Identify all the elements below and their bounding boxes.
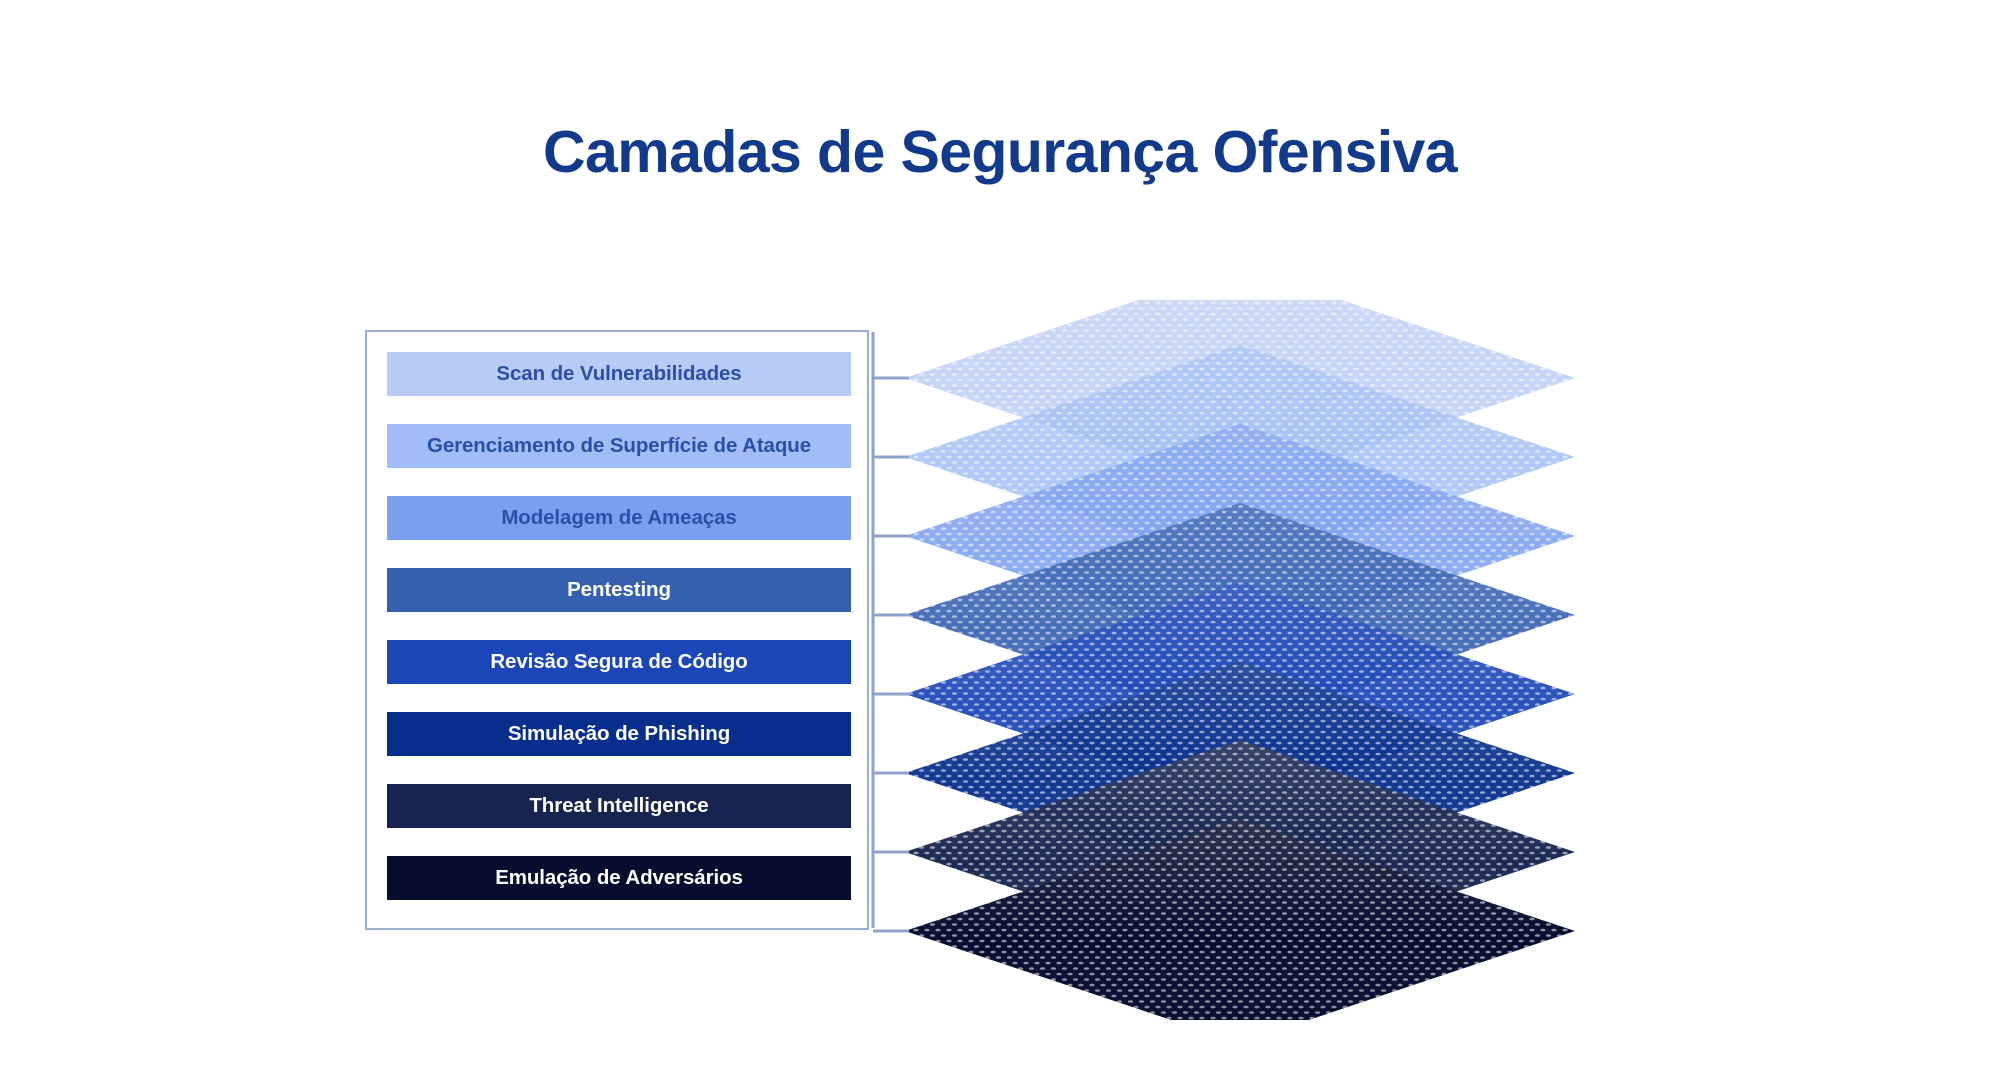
legend-item-label: Simulação de Phishing — [507, 721, 731, 745]
legend-item-label: Modelagem de Ameaças — [501, 505, 737, 529]
legend-item-label: Emulação de Adversários — [495, 865, 743, 889]
legend-item-label: Scan de Vulnerabilidades — [496, 361, 742, 385]
stack-plane-8 — [905, 819, 1575, 1020]
legend-item-label: Gerenciamento de Superfície de Ataque — [426, 433, 811, 457]
legend-item-3[interactable]: Modelagem de Ameaças — [387, 496, 851, 540]
legend-item-1[interactable]: Scan de Vulnerabilidades — [387, 352, 851, 396]
legend-item-2[interactable]: Gerenciamento de Superfície de Ataque — [387, 424, 851, 468]
plane-shading — [905, 819, 1575, 1020]
page-title: Camadas de Segurança Ofensiva — [543, 119, 1458, 185]
legend-item-5[interactable]: Revisão Segura de Código — [387, 640, 851, 684]
legend-item-label: Revisão Segura de Código — [490, 649, 748, 673]
legend-item-label: Threat Intelligence — [529, 793, 709, 817]
legend-item-label: Pentesting — [567, 577, 671, 601]
legend-item-8[interactable]: Emulação de Adversários — [387, 856, 851, 900]
legend-item-4[interactable]: Pentesting — [387, 568, 851, 612]
legend-item-6[interactable]: Simulação de Phishing — [387, 712, 851, 756]
isometric-planes-svg — [905, 300, 1575, 1020]
layer-stack-graphic — [880, 300, 1620, 1020]
legend-item-7[interactable]: Threat Intelligence — [387, 784, 851, 828]
